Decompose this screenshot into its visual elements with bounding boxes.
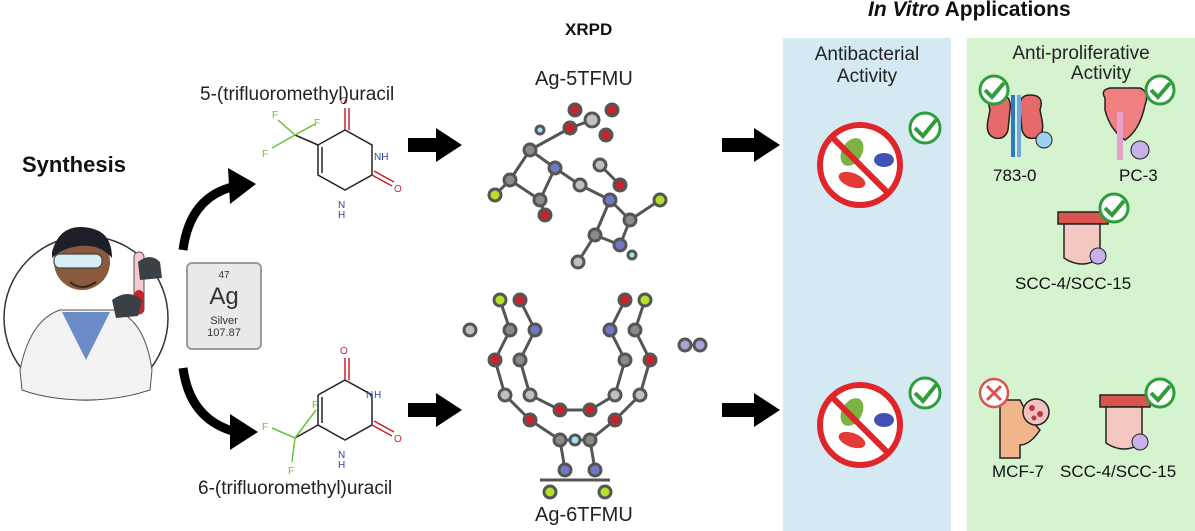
complex-top-name: Ag-5TFMU: [535, 68, 633, 90]
svg-text:F: F: [262, 149, 268, 160]
svg-text:NH: NH: [374, 152, 388, 163]
cell-line-scc-top: SCC-4/SCC-15: [1015, 274, 1132, 293]
ligand-6tfmu-atom-labels: O O F F F N H N H: [262, 346, 402, 477]
svg-text:H: H: [338, 460, 345, 471]
svg-text:H: H: [374, 390, 381, 401]
svg-text:O: O: [394, 184, 402, 195]
tongue-cell-icon-top: [1057, 211, 1109, 265]
atomic-number: 47: [218, 270, 230, 281]
svg-text:N: N: [338, 450, 345, 461]
svg-text:F: F: [272, 110, 278, 121]
antibacterial-bottom-ban-icon: [817, 382, 903, 468]
arrow-complex-to-applications-top: [722, 128, 780, 162]
curved-arrow-up: [178, 168, 256, 251]
ag-6tfmu-crystal-structure: [462, 292, 708, 500]
svg-text:N: N: [338, 200, 345, 211]
antibacterial-title: Antibacterial Activity: [814, 44, 920, 87]
complex-bottom-name: Ag-6TFMU: [535, 504, 633, 526]
applications-header: In Vitro Applications: [868, 0, 1071, 21]
antibacterial-bottom-check-icon: [908, 376, 942, 410]
antiproliferative-title: Anti-proliferative Activity: [1012, 43, 1150, 84]
cell-line-mcf-7: MCF-7: [992, 462, 1044, 481]
arrow-ligand-to-complex-bottom: [408, 393, 462, 427]
ag-5tfmu-crystal-structure: [487, 102, 668, 270]
breast-cross-icon: [978, 377, 1010, 409]
cell-line-scc-bottom: SCC-4/SCC-15: [1060, 462, 1177, 481]
kidney-check-icon: [978, 74, 1010, 106]
prostate-cell-icon: [1102, 87, 1150, 160]
xrpd-header: XRPD: [565, 20, 613, 39]
ligand-5tfmu-atom-labels: O O F F F NH N H: [262, 96, 402, 221]
svg-text:F: F: [262, 422, 268, 433]
cell-line-783-0: 783-0: [993, 166, 1037, 185]
scientist-illustration: [3, 227, 169, 401]
atomic-mass: 107.87: [207, 327, 241, 339]
periodic-table-cell: 47 Ag Silver 107.87: [186, 262, 262, 350]
ligand-bottom-name: 6-(trifluoromethyl)uracil: [198, 478, 393, 499]
svg-text:F: F: [314, 118, 320, 129]
ligand-5tfmu-structure: [271, 108, 395, 191]
tongue-check-icon-bottom: [1144, 377, 1176, 409]
svg-text:O: O: [340, 96, 348, 107]
svg-text:H: H: [338, 210, 345, 221]
element-name: Silver: [210, 315, 238, 327]
tongue-check-icon-top: [1098, 192, 1130, 224]
svg-text:F: F: [312, 400, 318, 411]
svg-text:O: O: [394, 434, 402, 445]
breast-cell-icon: [999, 398, 1050, 459]
prostate-check-icon: [1144, 74, 1176, 106]
ligand-top-name: 5-(trifluoromethyl)uracil: [200, 84, 395, 105]
svg-text:F: F: [288, 466, 294, 477]
antibacterial-top-ban-icon: [817, 122, 903, 208]
arrow-ligand-to-complex-top: [408, 128, 462, 162]
cell-line-pc-3: PC-3: [1119, 166, 1158, 185]
svg-text:O: O: [340, 346, 348, 357]
arrow-complex-to-applications-bottom: [722, 393, 780, 427]
ligand-6tfmu-structure: [271, 358, 395, 463]
element-symbol: Ag: [209, 283, 239, 310]
tongue-cell-icon-bottom: [1099, 394, 1151, 451]
antibacterial-top-check-icon: [908, 111, 942, 145]
svg-text:N: N: [366, 390, 373, 401]
curved-arrow-down: [178, 367, 258, 450]
synthesis-label: Synthesis: [22, 152, 126, 177]
